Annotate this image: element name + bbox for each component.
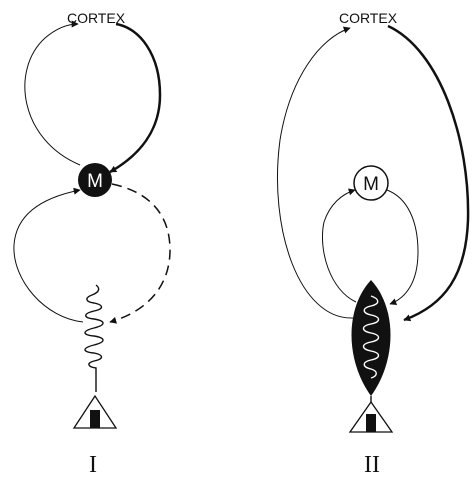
panel-1-upper-right-pathway bbox=[110, 24, 160, 172]
panel-2-motor-center: M bbox=[354, 166, 388, 200]
panel-2-outer-left-pathway bbox=[277, 28, 353, 318]
panel-1-numeral: I bbox=[89, 452, 97, 478]
panel-1-motor-center: M bbox=[78, 163, 112, 197]
panel-2-motor-label: M bbox=[363, 174, 379, 195]
panel-1-motor-label: M bbox=[87, 171, 103, 192]
panel-1: CORTEX M I bbox=[14, 10, 170, 478]
panel-2-muscle-spindle bbox=[352, 280, 391, 404]
panel-1-lower-left-pathway bbox=[14, 190, 83, 322]
panel-2-outer-right-pathway bbox=[388, 26, 468, 320]
panel-1-muscle-spindle-coil bbox=[85, 285, 103, 392]
panel-2-inner-left-pathway bbox=[322, 190, 356, 302]
panel-2-cortex-label: CORTEX bbox=[339, 10, 398, 26]
panel-1-upper-left-pathway bbox=[25, 24, 80, 165]
panel-2-inner-right-pathway bbox=[387, 190, 418, 304]
panel-2-numeral: II bbox=[364, 452, 380, 478]
panel-2-receptor bbox=[350, 402, 392, 432]
panel-1-receptor bbox=[74, 396, 116, 428]
panel-1-lower-right-dashed-pathway bbox=[110, 184, 170, 322]
panel-2: CORTEX M II bbox=[277, 10, 468, 478]
